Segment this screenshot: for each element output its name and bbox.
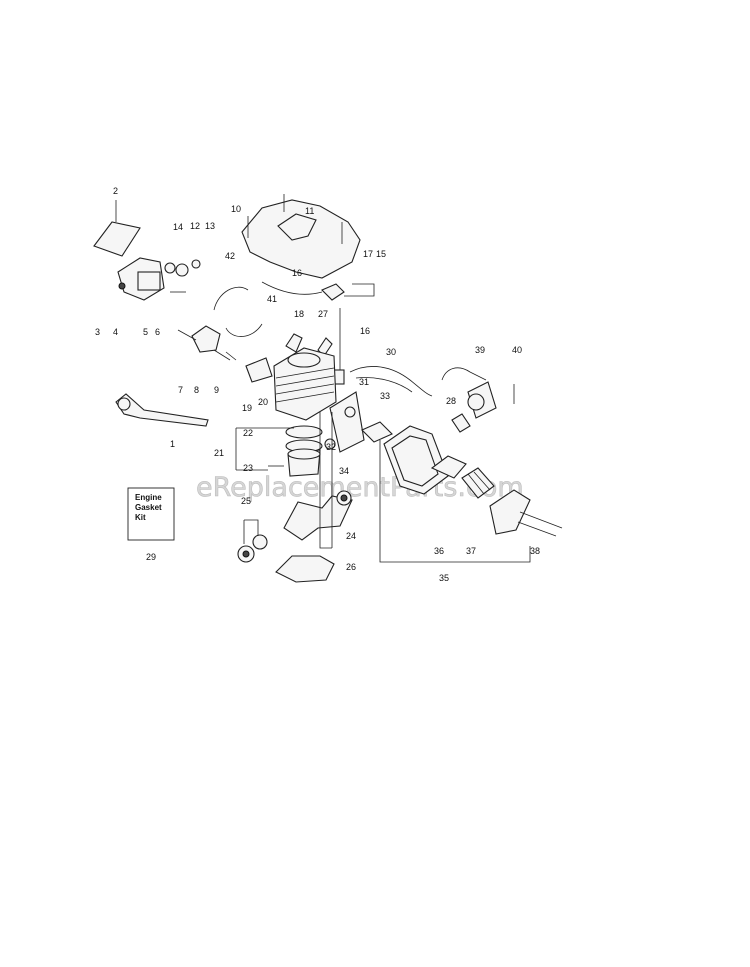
callout-28: 28 <box>446 396 456 406</box>
callout-10: 10 <box>231 204 241 214</box>
callout-22: 22 <box>243 428 253 438</box>
callout-42: 42 <box>225 251 235 261</box>
callout-29: 29 <box>146 552 156 562</box>
callout-8: 8 <box>194 385 199 395</box>
callout-38: 38 <box>530 546 540 556</box>
callout-41: 41 <box>267 294 277 304</box>
svg-text:Kit: Kit <box>135 513 146 522</box>
callout-27: 27 <box>318 309 328 319</box>
callout-16: 16 <box>292 268 302 278</box>
piston[interactable] <box>285 425 323 477</box>
callout-36: 36 <box>434 546 444 556</box>
top-cover[interactable] <box>241 199 361 279</box>
callout-15: 15 <box>376 249 386 259</box>
callout-3: 3 <box>95 327 100 337</box>
callout-25: 25 <box>241 496 251 506</box>
callout-6: 6 <box>155 327 160 337</box>
callout-24: 24 <box>346 531 356 541</box>
callout-17: 17 <box>363 249 373 259</box>
callout-7: 7 <box>178 385 183 395</box>
cylinder[interactable] <box>273 347 337 421</box>
callout-12: 12 <box>190 221 200 231</box>
spark-arrestor[interactable] <box>461 467 495 499</box>
callout-40: 40 <box>512 345 522 355</box>
air-filter[interactable] <box>93 221 141 257</box>
callout-34: 34 <box>339 466 349 476</box>
callout-1: 1 <box>170 439 175 449</box>
crankcase[interactable] <box>275 555 335 583</box>
ignition-coil[interactable] <box>441 367 497 419</box>
callout-39: 39 <box>475 345 485 355</box>
callout-18: 18 <box>294 309 304 319</box>
callout-23: 23 <box>243 463 253 473</box>
spark-plug[interactable] <box>285 333 303 353</box>
callout-16: 16 <box>360 326 370 336</box>
crankshaft[interactable] <box>283 490 353 541</box>
svg-text:Engine: Engine <box>135 493 162 502</box>
callout-26: 26 <box>346 562 356 572</box>
muffler-cover[interactable] <box>489 489 531 535</box>
callout-30: 30 <box>386 347 396 357</box>
callout-2: 2 <box>113 186 118 196</box>
intake-boot[interactable] <box>191 325 221 353</box>
callout-4: 4 <box>113 327 118 337</box>
muffler[interactable] <box>383 425 449 495</box>
callout-19: 19 <box>242 403 252 413</box>
callout-35: 35 <box>439 573 449 583</box>
combination-wrench[interactable] <box>115 393 209 427</box>
callout-31: 31 <box>359 377 369 387</box>
callout-21: 21 <box>214 448 224 458</box>
engine-gasket-kit-box: Engine Gasket Kit <box>127 487 175 541</box>
callout-20: 20 <box>258 397 268 407</box>
callout-5: 5 <box>143 327 148 337</box>
callout-14: 14 <box>173 222 183 232</box>
callout-33: 33 <box>380 391 390 401</box>
callout-13: 13 <box>205 221 215 231</box>
callout-32: 32 <box>326 442 336 452</box>
callout-11: 11 <box>305 206 314 216</box>
svg-text:Gasket: Gasket <box>135 503 162 512</box>
callout-37: 37 <box>466 546 476 556</box>
muffler-gasket[interactable] <box>329 391 365 453</box>
callout-9: 9 <box>214 385 219 395</box>
